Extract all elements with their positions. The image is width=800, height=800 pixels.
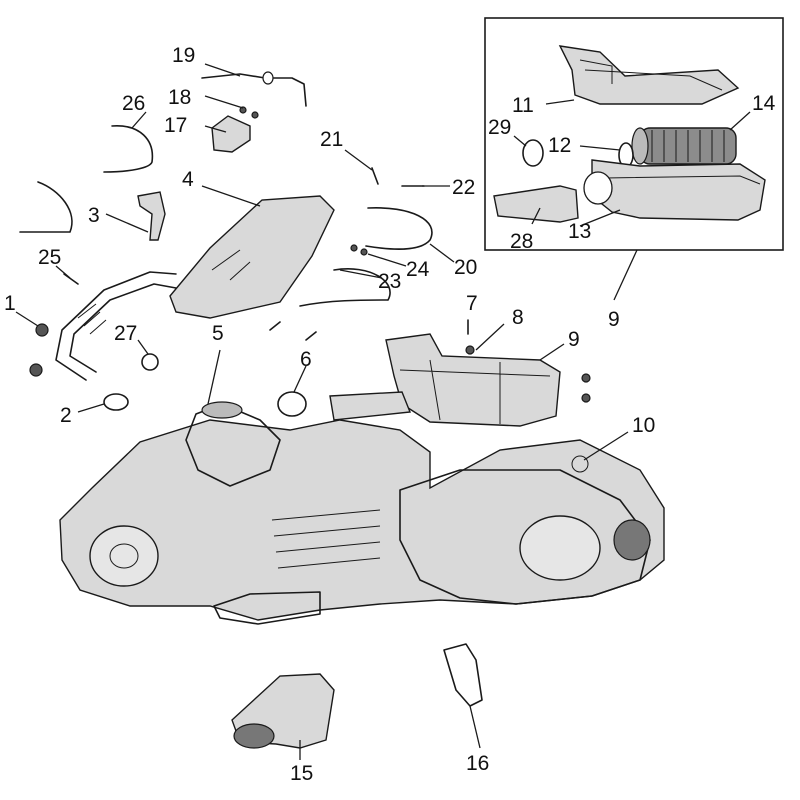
callout-5: 5	[212, 322, 224, 345]
part-21-bolt	[371, 167, 379, 185]
part-15-intake-manifold	[231, 673, 335, 749]
callout-11: 11	[512, 94, 534, 117]
exhaust-pipe	[55, 271, 177, 381]
part-8-washer	[465, 345, 475, 355]
callout-17: 17	[164, 114, 187, 137]
callout-13: 13	[568, 220, 591, 243]
part-bolt-a	[269, 321, 281, 331]
part-1-nut-2	[29, 363, 43, 377]
callout-18: 18	[168, 86, 191, 109]
part-1-nut	[35, 323, 49, 337]
callout-10: 10	[632, 414, 655, 437]
callout-14: 14	[752, 92, 776, 115]
part-washer-right	[581, 393, 591, 403]
part-9-airbox	[329, 333, 561, 427]
callout-labels: 19 18 17 26 4 3 25 1 27 2 5 6 21 22 20 2…	[4, 44, 776, 785]
part-20-strap	[365, 207, 433, 250]
part-2-gasket	[103, 393, 129, 411]
part-3-bracket	[137, 191, 166, 241]
part-26-hose	[103, 125, 154, 173]
part-6-clamp	[277, 391, 307, 417]
part-29-clamp	[522, 139, 544, 167]
callout-19: 19	[172, 44, 195, 67]
callout-15: 15	[290, 762, 313, 785]
callout-12: 12	[548, 134, 571, 157]
callout-25: 25	[38, 246, 61, 269]
part-17-bracket	[211, 115, 251, 153]
part-bolt-right	[581, 373, 591, 383]
leader-lines	[15, 63, 751, 760]
part-24-washers	[350, 244, 368, 256]
callout-3: 3	[88, 204, 100, 227]
callout-22: 22	[452, 176, 475, 199]
engine-assembly	[59, 401, 665, 625]
part-13-airbox-housing	[583, 159, 766, 221]
air-filter-inset-box	[484, 17, 784, 251]
inset-leader-line	[613, 249, 638, 301]
part-23-strap	[299, 268, 391, 307]
callout-27: 27	[114, 322, 137, 345]
callout-20: 20	[454, 256, 477, 279]
callout-8: 8	[512, 306, 524, 329]
part-14-filter-element	[631, 127, 737, 165]
callout-4: 4	[182, 168, 194, 191]
part-11-airbox-cover	[558, 45, 740, 105]
part-4-heat-shield	[169, 195, 335, 319]
callout-7: 7	[466, 292, 478, 315]
callout-2: 2	[60, 404, 72, 427]
callout-23: 23	[378, 270, 401, 293]
callout-28: 28	[510, 230, 533, 253]
callout-9-inset: 9	[608, 308, 620, 331]
part-19-cable	[201, 71, 307, 107]
part-16-gasket	[443, 643, 483, 707]
callout-1: 1	[4, 292, 16, 315]
callout-26: 26	[122, 92, 145, 115]
callout-21: 21	[320, 128, 343, 151]
callout-6: 6	[300, 348, 312, 371]
part-bolt-b	[305, 331, 317, 341]
callout-24: 24	[406, 258, 430, 281]
part-18-screws	[239, 106, 259, 119]
part-27-nut	[141, 353, 159, 371]
callout-29: 29	[488, 116, 511, 139]
callout-16: 16	[466, 752, 489, 775]
callout-9-main: 9	[568, 328, 580, 351]
part-28-intake-duct	[493, 185, 579, 223]
part-hose-left	[19, 181, 73, 233]
